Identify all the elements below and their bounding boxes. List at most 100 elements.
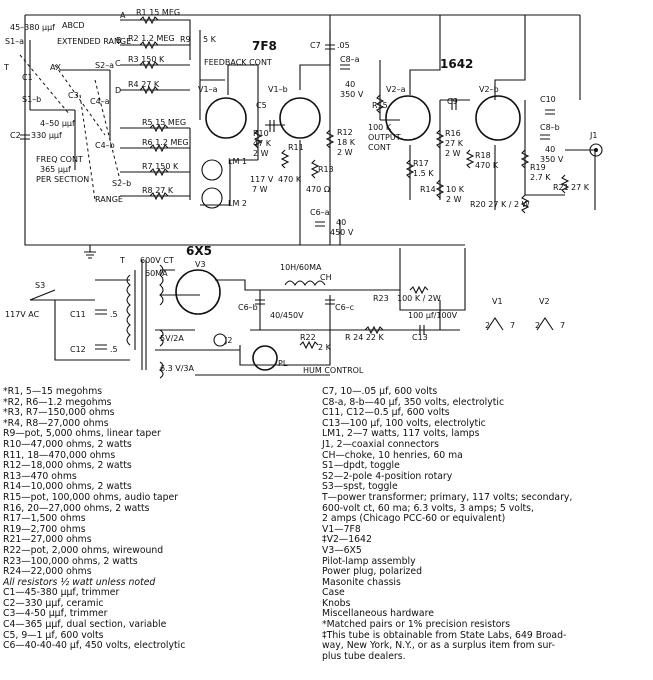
capacitor-c7-symbol	[325, 44, 335, 50]
parts-list-item: C6—40-40-40 µf, 450 volts, electrolytic	[3, 640, 186, 652]
parts-list-item: R22—pot, 2,000 ohms, wirewound	[3, 544, 164, 556]
label-switch-d: D	[115, 86, 121, 95]
label-60ma: 60MA	[145, 269, 168, 278]
transformer-hv-winding-symbol	[159, 264, 164, 306]
parts-list-item: *R4, R8—27,000 ohms	[3, 417, 109, 429]
parts-list-item: All resistors ½ watt unless noted	[3, 576, 156, 588]
label-c8a-value1: 40	[345, 80, 355, 89]
resistor-r16-symbol	[435, 129, 445, 149]
parts-list-item: S1—dpdt, toggle	[322, 460, 400, 472]
transformer-5v-winding-symbol	[159, 329, 164, 347]
resistor-r4-symbol	[139, 85, 159, 95]
resistor-r19-symbol	[520, 149, 530, 169]
label-abcd: ABCD	[62, 21, 85, 30]
capacitor-c6c-symbol	[325, 299, 335, 305]
tube-v1b-envelope	[279, 97, 321, 139]
parts-list-item: C5, 9—1 µf, 600 volts	[3, 629, 104, 641]
label-v1b: V1–b	[268, 85, 288, 94]
label-c8a: C8–a	[340, 55, 360, 64]
label-c1-range: 45–380 µµf	[10, 23, 55, 32]
label-tube-1642: 1642	[440, 57, 473, 71]
resistor-r18-symbol	[465, 149, 475, 169]
label-r14-value: 10 K	[446, 185, 465, 194]
label-r5: R5 15 MEG	[142, 118, 186, 127]
label-r14: R14	[420, 185, 436, 194]
tube-v2b-envelope	[475, 95, 521, 141]
label-r18-value: 470 K	[475, 161, 499, 170]
label-r23-value: 100 K / 2W	[397, 294, 441, 303]
parts-list-item: R17—1,500 ohms	[3, 513, 86, 525]
label-c2-value: 330 µµf	[31, 131, 62, 140]
capacitor-c9-symbol	[451, 98, 457, 110]
parts-list-item: V3—6X5	[322, 544, 362, 556]
resistor-r6-symbol	[149, 143, 169, 153]
parts-list-item: R15—pot, 100,000 ohms, audio taper	[3, 491, 179, 503]
label-extended-range: EXTENDED RANGE	[57, 37, 131, 46]
capacitor-c6a-symbol	[315, 221, 325, 227]
parts-list-item: ‡This tube is obtainable from State Labs…	[322, 629, 567, 641]
label-c4b: C4–b	[95, 141, 115, 150]
label-c11: C11	[70, 310, 86, 319]
parts-list-item: R10—47,000 ohms, 2 watts	[3, 438, 132, 450]
parts-list-item: way, New York, N.Y., or as a surplus ite…	[322, 640, 555, 652]
parts-list-item: S2—2-pole 4-position rotary	[322, 470, 453, 482]
label-transformer-t: T	[119, 256, 125, 265]
capacitor-c13-symbol	[419, 325, 425, 335]
parts-list-item: Pilot-lamp assembly	[322, 555, 416, 567]
parts-list-item: R21—27,000 ohms	[3, 534, 92, 546]
parts-list-item: R12—18,000 ohms, 2 watts	[3, 460, 132, 472]
label-r15: R15	[372, 101, 388, 110]
label-per-section: PER SECTION	[36, 175, 89, 184]
parts-list-item: R13—470 ohms	[3, 470, 77, 482]
label-v1-pin2: 2	[485, 321, 490, 330]
label-c8b-value1: 40	[545, 145, 555, 154]
parts-list-item: *R3, R7—150,000 ohms	[3, 407, 115, 419]
label-r12-value: 18 K	[337, 138, 356, 147]
label-j2: J2	[224, 336, 232, 345]
label-choke-rating: 10H/60MA	[280, 263, 322, 272]
label-c7: C7	[310, 41, 321, 50]
transformer-63v-winding-symbol	[159, 361, 164, 379]
jack-j1-center	[594, 148, 598, 152]
label-r7: R7 150 K	[142, 162, 179, 171]
parts-list-item: C2—330 µµf, ceramic	[3, 597, 104, 609]
resistor-r11-symbol	[280, 149, 290, 169]
parts-list-item: R14—10,000 ohms, 2 watts	[3, 481, 132, 493]
parts-list-item: T—power transformer; primary, 117 volts;…	[322, 491, 573, 503]
parts-list-item: Miscellaneous hardware	[322, 608, 434, 620]
label-r15-value: 100 K	[368, 123, 392, 132]
label-r10-watts: 2 W	[253, 149, 269, 158]
parts-list-item: R11, 18—470,000 ohms	[3, 449, 116, 461]
label-r21: R21	[553, 183, 569, 192]
label-c8b-value2: 350 V	[540, 155, 564, 164]
resistor-r10-symbol	[253, 129, 263, 149]
label-r19: R19	[530, 163, 546, 172]
parts-list-item: Knobs	[322, 597, 351, 609]
label-range: RANGE	[95, 195, 123, 204]
label-r10: R10	[253, 129, 269, 138]
label-v2-connector: V2	[539, 297, 550, 306]
label-r12-watts: 2 W	[337, 148, 353, 157]
label-c10: C10	[540, 95, 556, 104]
resistor-r1-symbol	[139, 15, 159, 25]
label-lamp-watts: 7 W	[252, 185, 268, 194]
transformer-core-symbol	[141, 260, 147, 370]
label-v2a: V2–a	[386, 85, 406, 94]
power-supply-wiring	[134, 248, 466, 376]
parts-list-item: Power plug, polarized	[322, 566, 423, 578]
label-r16-value: 27 K	[445, 139, 464, 148]
label-r22: R22	[300, 333, 316, 342]
top-rail	[25, 14, 581, 100]
parts-list-item: C11, C12—0.5 µf, 600 volts	[322, 407, 450, 419]
label-j1: J1	[589, 131, 597, 140]
label-c6b: C6–b	[238, 303, 258, 312]
heater-connectors-symbol	[486, 317, 554, 331]
left-ground-rail	[24, 15, 90, 246]
tube-v2a-envelope	[385, 95, 431, 141]
ac-input-wiring	[30, 279, 130, 361]
capacitor-c12-symbol	[95, 344, 107, 350]
parts-list-item: LM1, 2—7 watts, 117 volts, lamps	[322, 428, 480, 440]
capacitor-c11-symbol	[95, 309, 107, 315]
resistor-r3-symbol	[139, 60, 159, 70]
tube-v1a-envelope	[205, 97, 247, 139]
